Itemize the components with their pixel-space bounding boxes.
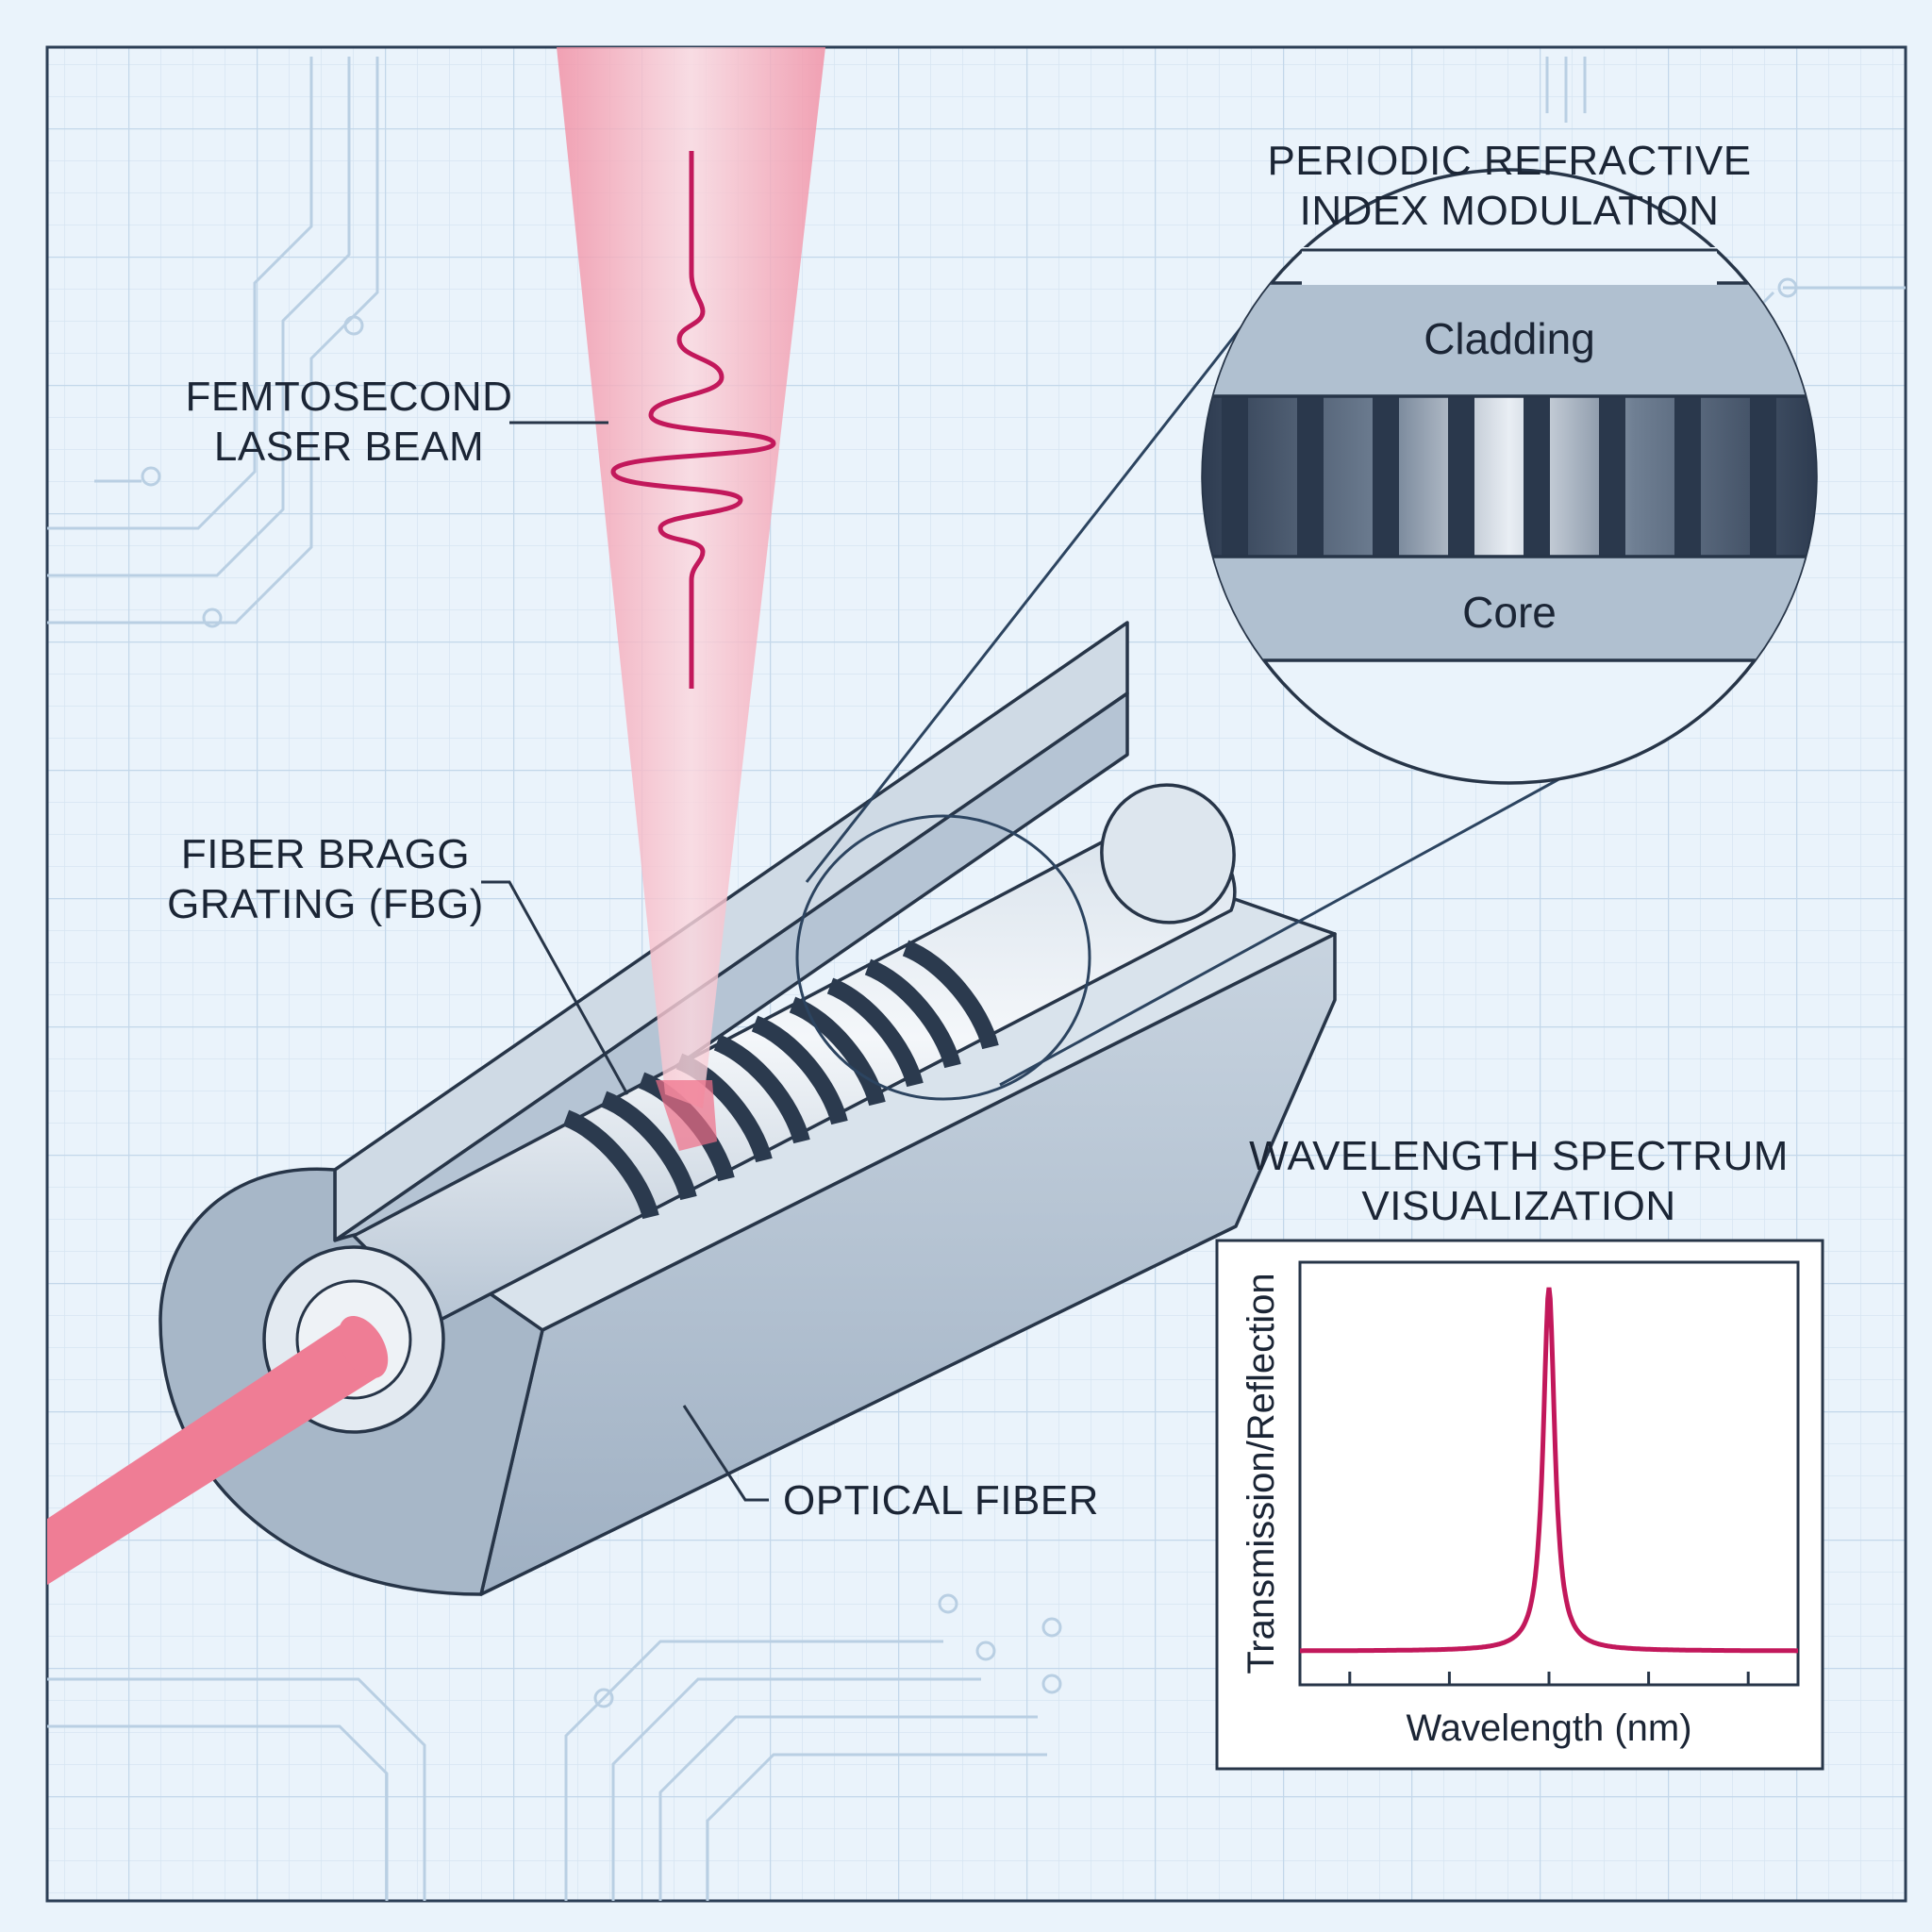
fiber-leader-line xyxy=(682,1405,769,1502)
fbg-leader-line xyxy=(481,880,629,1095)
spectrum-title-line1: WAVELENGTH SPECTRUM xyxy=(1249,1133,1789,1179)
grating-stripe xyxy=(751,1015,848,1125)
spectrum-chart: Wavelength (nm) Transmission/Reflection xyxy=(1215,1239,1824,1771)
core-label: Core xyxy=(1462,588,1557,637)
laser-label-line2: LASER BEAM xyxy=(214,424,484,470)
laser-pulse-icon xyxy=(610,151,776,689)
grating-stripe xyxy=(864,958,961,1069)
grating-stripe xyxy=(789,996,886,1107)
zoom-connectors xyxy=(805,249,1605,1087)
fbg-label-line2: GRATING (FBG) xyxy=(167,881,484,927)
fbg-label-line1: FIBER BRAGG xyxy=(181,831,470,877)
fiber-label: OPTICAL FIBER xyxy=(783,1477,1099,1524)
guided-light xyxy=(47,1316,377,1585)
zoom-core-band xyxy=(1203,396,1816,557)
circuit-traces xyxy=(47,57,1906,1901)
grating-stripe xyxy=(600,1091,697,1201)
plot-area xyxy=(1298,1260,1800,1687)
optical-fiber xyxy=(158,621,1337,1596)
grating-stripe xyxy=(562,1109,659,1220)
cladding-label: Cladding xyxy=(1424,314,1595,363)
index-modulation-bands xyxy=(1222,396,1776,557)
zoom-title-line1: PERIODIC REFRACTIVE xyxy=(1267,138,1751,184)
grating-stripe xyxy=(826,977,924,1088)
grating-stripe xyxy=(902,940,999,1050)
x-axis-ticks xyxy=(1348,1672,1750,1685)
zoom-title-line2: INDEX MODULATION xyxy=(1300,188,1720,234)
zoom-panel: Cladding Core xyxy=(1201,168,1818,785)
laser-label-line1: FEMTOSECOND xyxy=(186,374,513,420)
y-axis-label: Transmission/Reflection xyxy=(1241,1273,1282,1674)
grating-stripe xyxy=(713,1034,810,1144)
x-axis-label: Wavelength (nm) xyxy=(1406,1707,1691,1749)
zoom-region-marker xyxy=(795,814,1091,1101)
spectrum-line xyxy=(1300,1287,1798,1654)
spectrum-title-line2: VISUALIZATION xyxy=(1361,1183,1675,1229)
